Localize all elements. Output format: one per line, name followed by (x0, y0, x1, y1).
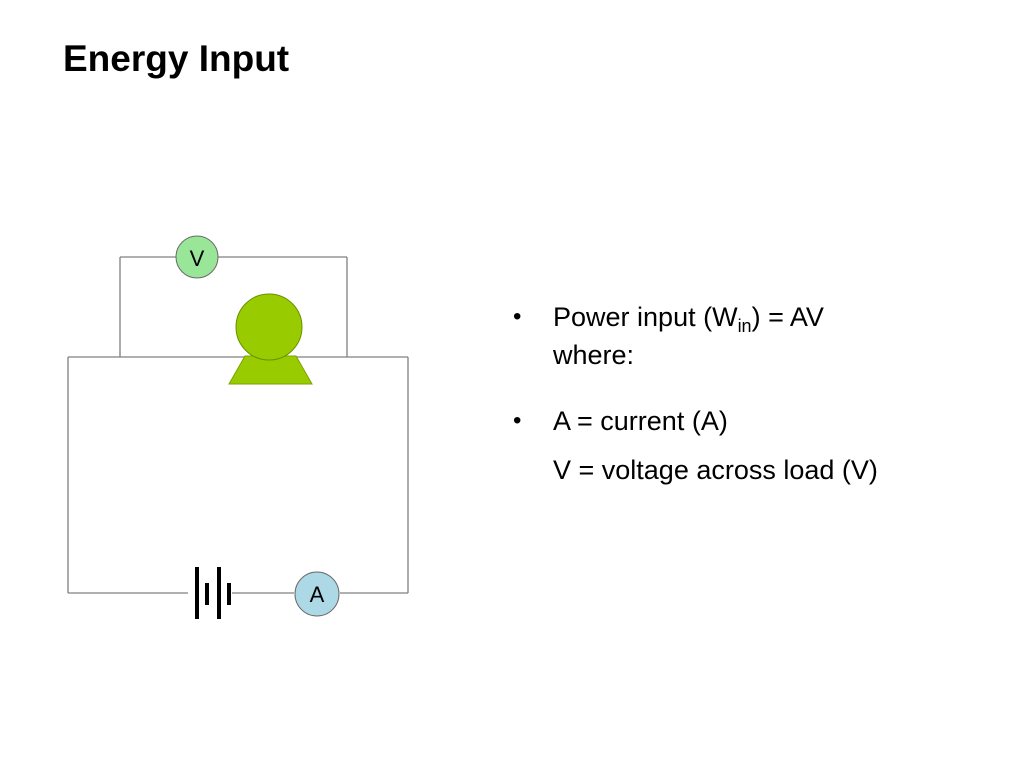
slide-title: Energy Input (63, 38, 290, 79)
bullet-power-input-line2: where: (553, 340, 635, 370)
load-lamp-bulb (235, 293, 303, 361)
bullet-current-line: A = current (A) (553, 406, 728, 436)
ammeter-label: A (310, 582, 325, 607)
voltmeter: V (175, 235, 219, 279)
bullet-power-input: • Power input (Win) = AV where: (513, 298, 993, 374)
bullet-list: • Power input (Win) = AV where: • A = cu… (513, 298, 993, 489)
bullet-dot: • (513, 407, 522, 434)
voltmeter-loop-wires (119, 256, 348, 357)
main-loop-wires (67, 356, 409, 594)
ammeter: A (294, 571, 340, 617)
load-lamp-icon (228, 293, 313, 385)
battery-icon (195, 567, 231, 619)
voltage-definition-line: V = voltage across load (V) (553, 455, 878, 485)
bullet-power-input-line1: Power input (Win) = AV (553, 302, 824, 336)
bullet-dot: • (513, 303, 522, 330)
voltmeter-label: V (190, 246, 205, 271)
ammeter-circle (294, 571, 340, 617)
bullet-current-definition: • A = current (A) (513, 402, 993, 440)
voltmeter-circle (175, 235, 219, 279)
power-subscript: in (737, 316, 752, 336)
